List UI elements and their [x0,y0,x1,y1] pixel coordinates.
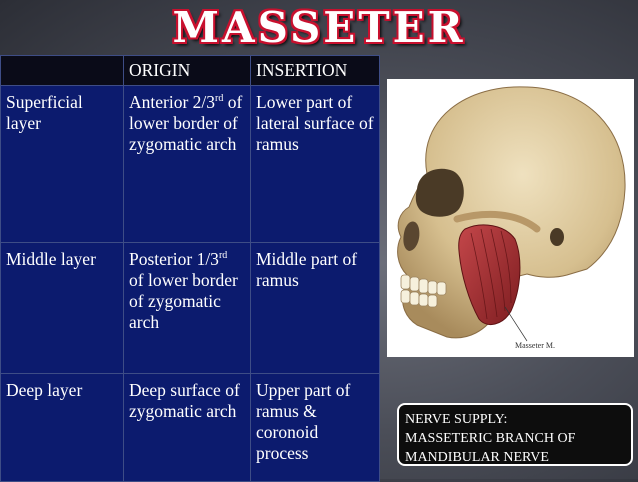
header-layer [0,55,124,86]
slide-title: MASSETER [172,3,466,52]
origin-cell: Anterior 2/3rd of lower border of zygoma… [123,85,251,243]
skull-caption: Masseter M. [515,341,555,350]
ear-canal [550,228,564,246]
nerve-supply-box: NERVE SUPPLY: MASSETERIC BRANCH OF MANDI… [397,403,633,466]
table-row: Middle layer Posterior 1/3rd of lower bo… [0,242,380,374]
layer-cell: Deep layer [0,373,124,482]
masseter-muscle [458,224,521,326]
nerve-line-3: MANDIBULAR NERVE [405,450,549,465]
layer-cell: Middle layer [0,242,124,374]
header-insertion: INSERTION [250,55,380,86]
origin-superscript: rd [218,250,228,262]
insertion-cell: Middle part of ramus [250,242,380,374]
header-origin: ORIGIN [123,55,251,86]
masseter-table: ORIGIN INSERTION Superficial layer Anter… [0,55,380,482]
layer-cell: Superficial layer [0,85,124,243]
orbit-shape [415,168,464,217]
origin-cell: Deep surface of zygomatic arch [123,373,251,482]
cranium-shape [397,86,626,339]
insertion-cell: Upper part of ramus & coronoid process [250,373,380,482]
insertion-cell: Lower part of lateral surface of ramus [250,85,380,243]
skull-illustration: Masseter M. [387,79,634,357]
origin-text: Deep surface of zygomatic arch [129,380,240,421]
nerve-line-2: MASSETERIC BRANCH OF [405,431,576,446]
zygomatic-arch [453,210,541,233]
table-row: Superficial layer Anterior 2/3rd of lowe… [0,85,380,243]
origin-superscript: rd [215,93,224,105]
table-header-row: ORIGIN INSERTION [0,55,380,86]
teeth [400,274,447,308]
muscle-fibers [470,228,512,320]
origin-text: Posterior 1/3 [129,249,219,269]
table-row: Deep layer Deep surface of zygomatic arc… [0,373,380,482]
origin-text-rest: of lower border of zygomatic arch [129,92,243,154]
origin-text-rest: of lower border of zygomatic arch [129,270,238,332]
nerve-line-1: NERVE SUPPLY: [405,412,508,427]
origin-cell: Posterior 1/3rd of lower border of zygom… [123,242,251,374]
nasal-shape [403,221,420,251]
skull-drawing [397,86,626,342]
origin-text: Anterior 2/3 [129,92,216,112]
caption-pointer [504,306,528,342]
